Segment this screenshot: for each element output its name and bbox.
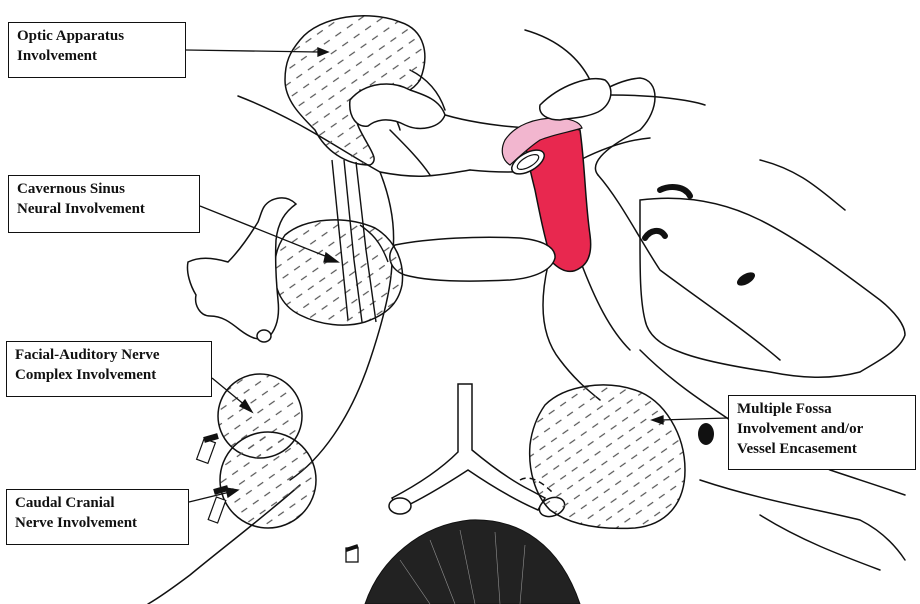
label-cavernous-sinus: Cavernous Sinus Neural Involvement bbox=[8, 175, 200, 233]
clinoid-process bbox=[390, 237, 555, 281]
label-fossa-line3: Vessel Encasement bbox=[737, 439, 907, 459]
label-multiple-fossa: Multiple Fossa Involvement and/or Vessel… bbox=[728, 395, 916, 470]
foramen-ovale-mark bbox=[735, 270, 757, 289]
label-fossa-line1: Multiple Fossa bbox=[737, 399, 907, 419]
foramen-arc-upper bbox=[660, 187, 690, 196]
petrous-bone bbox=[640, 198, 905, 377]
multiple-fossa-tumor bbox=[530, 385, 685, 528]
caudal-cranial-tumor bbox=[220, 432, 316, 528]
label-caudal-cranial: Caudal Cranial Nerve Involvement bbox=[6, 489, 189, 545]
label-cavernous-line2: Neural Involvement bbox=[17, 199, 191, 219]
label-optic-line2: Involvement bbox=[17, 46, 177, 66]
nerve-stump-dark-1 bbox=[204, 436, 218, 440]
foramen-arc-lower bbox=[645, 231, 665, 238]
label-caudal-line1: Caudal Cranial bbox=[15, 493, 180, 513]
foramen-mark bbox=[698, 423, 714, 445]
basilar-artery bbox=[392, 384, 545, 510]
carotid-upper-loop bbox=[540, 79, 611, 120]
trigeminal-root-cut bbox=[257, 330, 271, 342]
label-fossa-line2: Involvement and/or bbox=[737, 419, 907, 439]
label-facial-auditory: Facial-Auditory Nerve Complex Involvemen… bbox=[6, 341, 212, 397]
vertebral-artery-left-end bbox=[389, 498, 411, 514]
label-facial-line2: Complex Involvement bbox=[15, 365, 203, 385]
cavernous-tumor bbox=[274, 220, 402, 325]
label-cavernous-line1: Cavernous Sinus bbox=[17, 179, 191, 199]
caudal-nerve-stump bbox=[208, 497, 226, 523]
optic-nerve bbox=[350, 84, 445, 128]
label-facial-line1: Facial-Auditory Nerve bbox=[15, 345, 203, 365]
label-caudal-line2: Nerve Involvement bbox=[15, 513, 180, 533]
label-optic-line1: Optic Apparatus bbox=[17, 26, 177, 46]
label-optic-apparatus: Optic Apparatus Involvement bbox=[8, 22, 186, 78]
